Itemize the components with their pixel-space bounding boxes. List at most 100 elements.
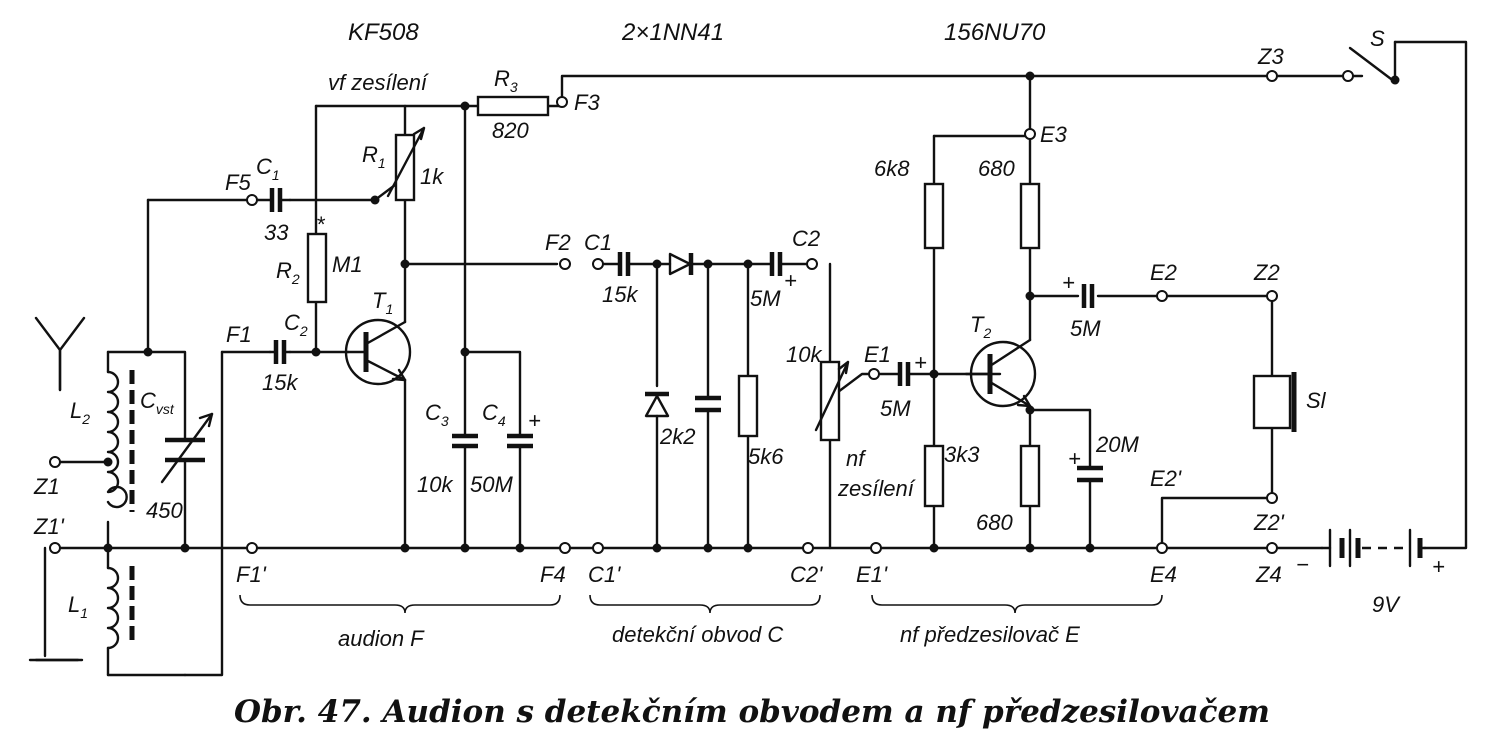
c1-label: C1 — [256, 154, 280, 183]
diode-shunt — [644, 391, 670, 418]
capacitor-detector-output — [769, 252, 783, 276]
coil-l2 — [106, 370, 135, 512]
resistor-5k6 — [737, 374, 759, 438]
terminal-c1-label: C1 — [584, 230, 612, 255]
detector-output-cap-value: 5M — [750, 286, 781, 311]
t1-label: T1 — [372, 288, 393, 317]
battery-value: 9V — [1372, 592, 1401, 617]
terminal-f4-label: F4 — [540, 562, 566, 587]
transistor-t2 — [964, 338, 1037, 408]
r1-value: 1k — [420, 164, 444, 189]
output-cap-value: 5M — [1070, 316, 1101, 341]
diodes-type-label: 2×1NN41 — [621, 19, 724, 46]
terminal-f3-label: F3 — [574, 90, 600, 115]
group-detector-label: detekční obvod C — [612, 622, 783, 647]
resistor-3k3 — [923, 444, 945, 508]
group-audion-label: audion F — [338, 626, 425, 651]
tuning-capacitor-cvst — [160, 412, 214, 484]
nf-section-line1: nf — [846, 446, 867, 471]
group-preamp-label: nf předzesilovač E — [900, 622, 1080, 647]
earphone-label: Sl — [1306, 388, 1327, 413]
t2-label: T2 — [970, 312, 991, 341]
capacitor-c2 — [268, 340, 292, 364]
vf-section-label: vf zesílení — [328, 70, 429, 95]
terminals — [49, 70, 1354, 554]
resistor-680-emitter — [1019, 444, 1041, 508]
terminal-z1p-label: Z1' — [33, 514, 65, 539]
t2-type-label: 156NU70 — [944, 19, 1046, 46]
cvst-label: Cvst — [140, 388, 175, 417]
capacitor-e1 — [897, 362, 911, 386]
terminal-e1-label: E1 — [864, 342, 891, 367]
resistor-680-bottom-value: 680 — [976, 510, 1013, 535]
capacitor-output — [1081, 284, 1095, 308]
diode-series — [668, 252, 694, 276]
e1-cap-plus: + — [914, 350, 927, 375]
group-braces — [239, 594, 1163, 614]
wires — [34, 40, 1468, 677]
terminal-z4-label: Z4 — [1255, 562, 1282, 587]
r3-label: R3 — [494, 66, 518, 95]
switch-label: S — [1370, 26, 1385, 51]
r1-label: R1 — [362, 142, 386, 171]
capacitor-detector-input — [617, 252, 631, 276]
terminal-f1p-label: F1' — [236, 562, 267, 587]
terminal-c2-label: C2 — [792, 226, 820, 251]
detector-input-cap-value: 15k — [602, 282, 638, 307]
terminal-e4-label: E4 — [1150, 562, 1177, 587]
terminal-e1p-label: E1' — [856, 562, 888, 587]
emitter-cap-value: 20M — [1095, 432, 1139, 457]
r2-value: M1 — [332, 252, 363, 277]
c3-label: C3 — [425, 400, 449, 429]
figure-caption: Obr. 47. Audion s detekčním obvodem a nf… — [234, 694, 1270, 730]
switch-s — [1348, 40, 1400, 85]
terminal-f5-label: F5 — [225, 170, 251, 195]
c4-plus: + — [528, 408, 541, 433]
output-cap-plus: + — [1062, 270, 1075, 295]
l1-label: L1 — [68, 592, 88, 621]
nf-section-line2: zesílení — [837, 476, 916, 501]
resistor-r1 — [386, 126, 426, 202]
capacitor-20m — [1077, 465, 1103, 483]
terminal-c1p-label: C1' — [588, 562, 621, 587]
terminal-z2p-label: Z2' — [1253, 510, 1285, 535]
c3-value: 10k — [417, 472, 453, 497]
terminal-e3-label: E3 — [1040, 122, 1068, 147]
antenna-icon — [34, 316, 86, 392]
terminal-z2-label: Z2 — [1253, 260, 1280, 285]
emitter-cap-plus: + — [1068, 446, 1081, 471]
r2-mark: * — [316, 212, 326, 237]
c1-value: 33 — [264, 220, 289, 245]
c4-value: 50M — [470, 472, 513, 497]
volume-pot-value: 10k — [786, 342, 822, 367]
volume-potentiometer — [814, 360, 850, 442]
terminal-f1-label: F1 — [226, 322, 252, 347]
capacitor-c4 — [507, 433, 533, 449]
resistor-3k3-value: 3k3 — [944, 442, 980, 467]
terminal-z1-label: Z1 — [33, 474, 60, 499]
t1-type-label: KF508 — [348, 19, 419, 46]
l2-label: L2 — [70, 398, 90, 427]
coil-l1 — [106, 566, 135, 650]
junction-dots — [103, 71, 1095, 553]
e1-cap-value: 5M — [880, 396, 911, 421]
capacitor-2k2 — [695, 395, 721, 413]
resistor-680-top-value: 680 — [978, 156, 1015, 181]
shunt-cap-value: 2k2 — [659, 424, 695, 449]
capacitor-c3 — [452, 433, 478, 449]
r3-value: 820 — [492, 118, 529, 143]
c2-label: C2 — [284, 310, 308, 339]
resistor-5k6-value: 5k6 — [748, 444, 784, 469]
cvst-value: 450 — [146, 498, 183, 523]
battery-icon — [1320, 528, 1427, 568]
battery-plus: + — [1432, 554, 1445, 579]
resistor-r2 — [306, 232, 328, 304]
c2-value: 15k — [262, 370, 298, 395]
resistor-680-collector — [1019, 182, 1041, 250]
battery-minus: − — [1296, 552, 1309, 577]
resistor-6k8-value: 6k8 — [874, 156, 910, 181]
c4-label: C4 — [482, 400, 506, 429]
terminal-z3-label: Z3 — [1257, 44, 1284, 69]
terminal-f2-label: F2 — [545, 230, 571, 255]
